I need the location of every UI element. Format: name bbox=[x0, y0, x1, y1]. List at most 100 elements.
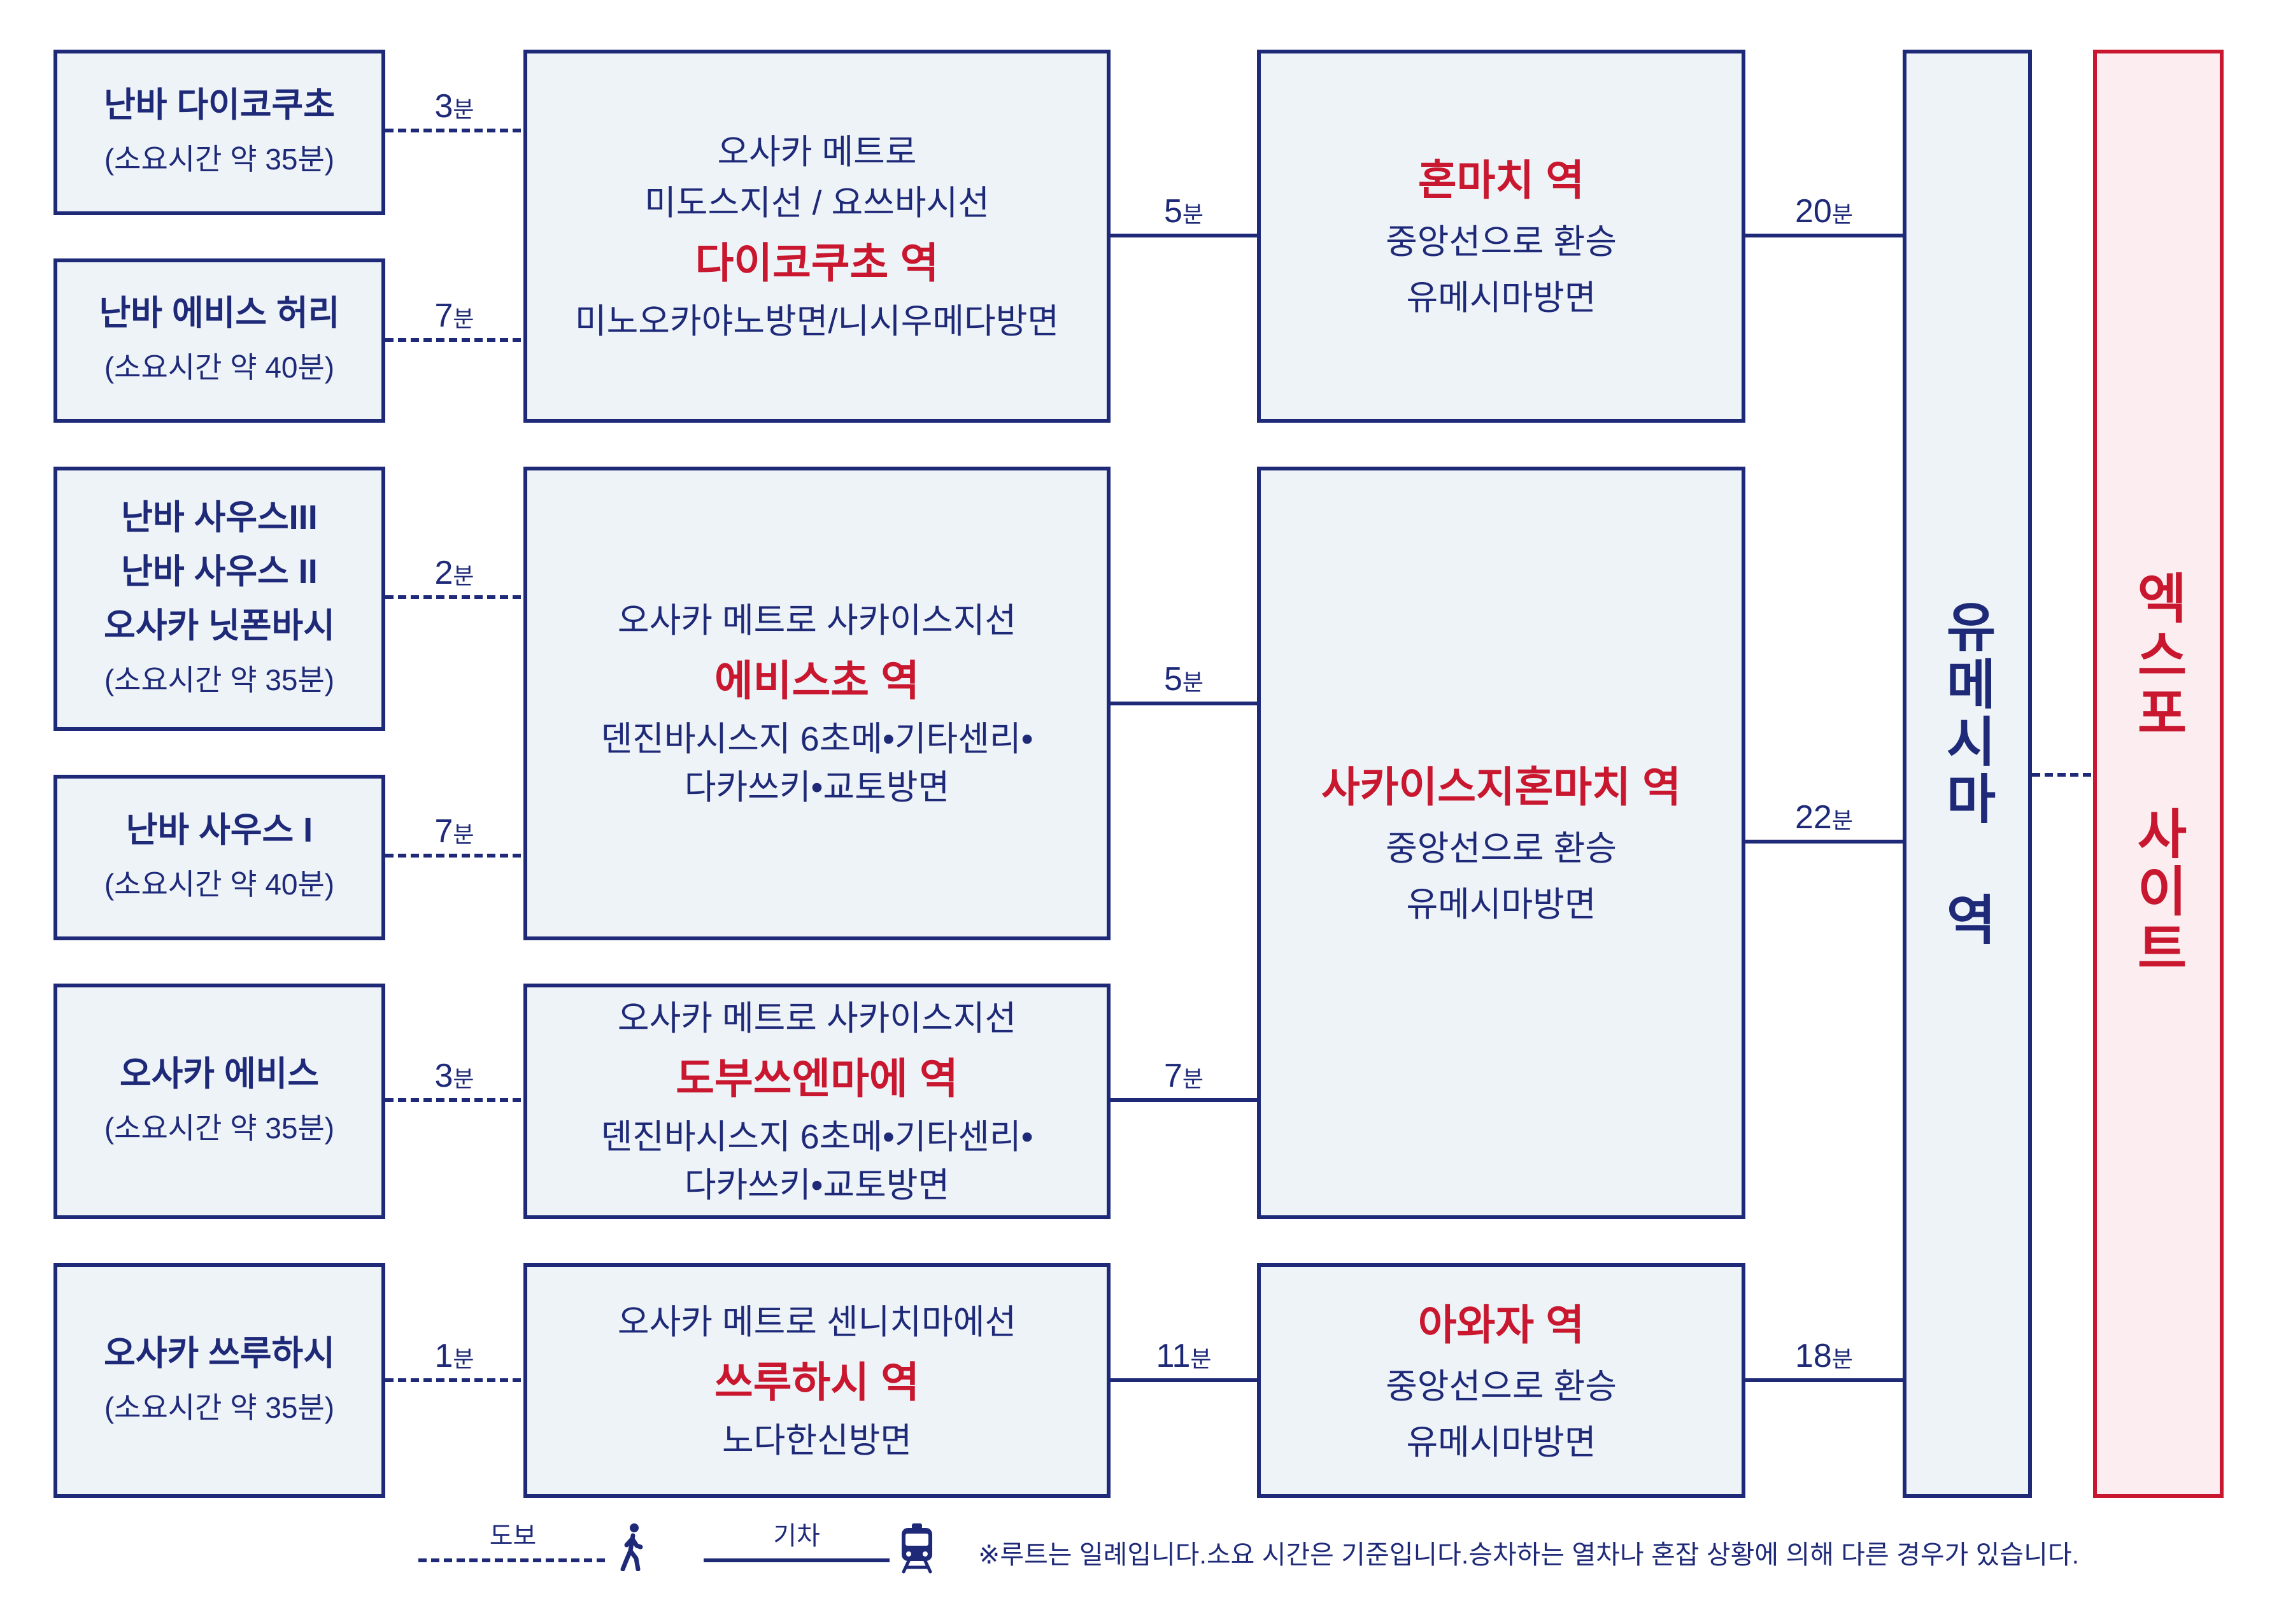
ride-time-label: 11분 bbox=[1111, 1339, 1257, 1376]
legend-train-label: 기차 bbox=[773, 1522, 820, 1550]
ride-time-unit: 분 bbox=[1182, 669, 1204, 695]
train-direction: 덴진바시스지 6초메•기타센리• bbox=[600, 1118, 1033, 1156]
ride-time-label: 5분 bbox=[1111, 663, 1257, 699]
origin-name: 난바 다이코쿠초 bbox=[104, 86, 335, 124]
origin-duration: (소요시간 약 35분) bbox=[104, 663, 335, 696]
train-direction: 유메시마방면 bbox=[1406, 279, 1596, 317]
boarding-station-name: 도부쓰엔마에 역 bbox=[676, 1055, 958, 1102]
metro-line-name: 오사카 메트로 센니치마에선 bbox=[617, 1303, 1017, 1341]
transfer-station-box: 혼마치 역 중앙선으로 환승 유메시마방면 bbox=[1257, 50, 1745, 423]
metro-line-name: 미도스지선 / 요쓰바시선 bbox=[644, 184, 990, 222]
origin-name: 난바 에비스 허리 bbox=[99, 294, 340, 332]
walk-time-unit: 분 bbox=[453, 1066, 474, 1092]
ride-time-minutes: 5 bbox=[1163, 661, 1182, 698]
transfer-station-box: 사카이스지혼마치 역 중앙선으로 환승 유메시마방면 bbox=[1257, 467, 1745, 1219]
transfer-instruction: 중앙선으로 환승 bbox=[1386, 223, 1617, 261]
chuo-line-time-unit: 분 bbox=[1831, 201, 1853, 227]
walk-time-unit: 분 bbox=[453, 563, 474, 589]
origin-name: 난바 사우스 I bbox=[125, 811, 313, 849]
walk-time-minutes: 3 bbox=[434, 1057, 453, 1094]
walk-time-unit: 분 bbox=[453, 306, 474, 332]
ride-time-unit: 분 bbox=[1190, 1346, 1212, 1372]
ride-time-label: 5분 bbox=[1111, 195, 1257, 231]
chuo-line-time-unit: 분 bbox=[1831, 1346, 1853, 1372]
disclaimer-note: ※루트는 일례입니다.소요 시간은 기준입니다.승차하는 열차나 혼잡 상황에 … bbox=[978, 1540, 2079, 1569]
origin-duration: (소요시간 약 35분) bbox=[104, 143, 335, 176]
transfer-instruction: 중앙선으로 환승 bbox=[1386, 830, 1617, 868]
ride-time-unit: 분 bbox=[1182, 201, 1204, 227]
walk-time-minutes: 1 bbox=[434, 1338, 453, 1374]
origin-box: 난바 사우스III 난바 사우스 II 오사카 닛폰바시 (소요시간 약 35분… bbox=[53, 467, 385, 731]
origin-duration: (소요시간 약 40분) bbox=[104, 868, 335, 901]
origin-name: 오사카 닛폰바시 bbox=[104, 606, 335, 645]
origin-name: 난바 사우스 II bbox=[121, 552, 318, 591]
train-direction: 노다한신방면 bbox=[721, 1421, 912, 1460]
boarding-station-name: 에비스초 역 bbox=[714, 657, 919, 704]
walk-time-minutes: 2 bbox=[434, 554, 453, 591]
origin-duration: (소요시간 약 35분) bbox=[104, 1112, 335, 1145]
walk-time-unit: 분 bbox=[453, 96, 474, 122]
origin-duration: (소요시간 약 40분) bbox=[104, 351, 335, 384]
walk-time-label: 7분 bbox=[385, 815, 523, 851]
walk-time-label: 3분 bbox=[385, 1059, 523, 1096]
train-direction: 덴진바시스지 6초메•기타센리• bbox=[600, 720, 1033, 758]
boarding-station-box: 오사카 메트로 센니치마에선 쓰루하시 역 노다한신방면 bbox=[523, 1263, 1111, 1498]
origin-name: 오사카 쓰루하시 bbox=[104, 1334, 335, 1373]
metro-line-name: 오사카 메트로 사카이스지선 bbox=[617, 999, 1017, 1038]
transfer-instruction: 중앙선으로 환승 bbox=[1386, 1367, 1617, 1406]
walk-time-unit: 분 bbox=[453, 821, 474, 847]
walk-time-label: 7분 bbox=[385, 299, 523, 335]
train-direction: 다카쓰키•교토방면 bbox=[684, 1166, 950, 1204]
chuo-line-time-minutes: 18 bbox=[1795, 1338, 1832, 1374]
destination-name: 엑스포 사이트 bbox=[2128, 570, 2188, 978]
ride-time-minutes: 7 bbox=[1163, 1057, 1182, 1094]
transfer-station-box: 아와자 역 중앙선으로 환승 유메시마방면 bbox=[1257, 1263, 1745, 1498]
walk-time-unit: 분 bbox=[453, 1346, 474, 1372]
walk-time-label: 2분 bbox=[385, 556, 523, 593]
transfer-station-name: 사카이스지혼마치 역 bbox=[1321, 763, 1681, 810]
ride-time-minutes: 11 bbox=[1156, 1338, 1191, 1374]
ride-time-minutes: 5 bbox=[1163, 193, 1182, 230]
terminal-station-name: 유메시마 역 bbox=[1937, 598, 1997, 949]
walking-person-icon bbox=[620, 1523, 643, 1571]
walk-time-minutes: 7 bbox=[434, 813, 453, 850]
chuo-line-time-minutes: 22 bbox=[1795, 799, 1832, 836]
origin-box: 난바 사우스 I (소요시간 약 40분) bbox=[53, 775, 385, 940]
ride-time-label: 7분 bbox=[1111, 1059, 1257, 1096]
train-direction: 유메시마방면 bbox=[1406, 886, 1596, 924]
origin-name: 난바 사우스III bbox=[121, 498, 318, 537]
train-direction: 다카쓰키•교토방면 bbox=[684, 768, 950, 807]
origin-box: 난바 다이코쿠초 (소요시간 약 35분) bbox=[53, 50, 385, 215]
boarding-station-box: 오사카 메트로 사카이스지선 도부쓰엔마에 역 덴진바시스지 6초메•기타센리•… bbox=[523, 984, 1111, 1219]
origin-box: 오사카 에비스 (소요시간 약 35분) bbox=[53, 984, 385, 1219]
origin-name: 오사카 에비스 bbox=[119, 1055, 320, 1093]
chuo-line-time-minutes: 20 bbox=[1795, 193, 1832, 230]
boarding-station-name: 쓰루하시 역 bbox=[714, 1358, 919, 1406]
boarding-station-box: 오사카 메트로 사카이스지선 에비스초 역 덴진바시스지 6초메•기타센리• 다… bbox=[523, 467, 1111, 940]
origin-duration: (소요시간 약 35분) bbox=[104, 1390, 335, 1424]
walk-time-label: 3분 bbox=[385, 90, 523, 126]
metro-line-name: 오사카 메트로 bbox=[717, 133, 917, 171]
origin-box: 난바 에비스 허리 (소요시간 약 40분) bbox=[53, 258, 385, 423]
walk-time-label: 1분 bbox=[385, 1339, 523, 1376]
origin-box: 오사카 쓰루하시 (소요시간 약 35분) bbox=[53, 1263, 385, 1498]
train-direction: 미노오카야노방면/니시우메다방면 bbox=[574, 302, 1060, 341]
train-icon bbox=[902, 1523, 932, 1574]
boarding-station-box: 오사카 메트로 미도스지선 / 요쓰바시선 다이코쿠초 역 미노오카야노방면/니… bbox=[523, 50, 1111, 423]
chuo-line-time-label: 22분 bbox=[1745, 801, 1903, 837]
ride-time-unit: 분 bbox=[1182, 1066, 1204, 1092]
chuo-line-time-label: 18분 bbox=[1745, 1339, 1903, 1376]
chuo-line-time-unit: 분 bbox=[1831, 807, 1853, 833]
transfer-station-name: 혼마치 역 bbox=[1417, 157, 1585, 204]
transfer-station-name: 아와자 역 bbox=[1417, 1301, 1585, 1348]
walk-time-minutes: 3 bbox=[434, 88, 453, 125]
chuo-line-time-label: 20분 bbox=[1745, 195, 1903, 231]
walk-time-minutes: 7 bbox=[434, 297, 453, 334]
metro-line-name: 오사카 메트로 사카이스지선 bbox=[617, 602, 1017, 640]
yumeshima-station-box: 유메시마 역 bbox=[1903, 50, 2032, 1498]
boarding-station-name: 다이코쿠초 역 bbox=[695, 239, 939, 286]
train-direction: 유메시마방면 bbox=[1406, 1423, 1596, 1462]
expo-site-box: 엑스포 사이트 bbox=[2093, 50, 2224, 1498]
